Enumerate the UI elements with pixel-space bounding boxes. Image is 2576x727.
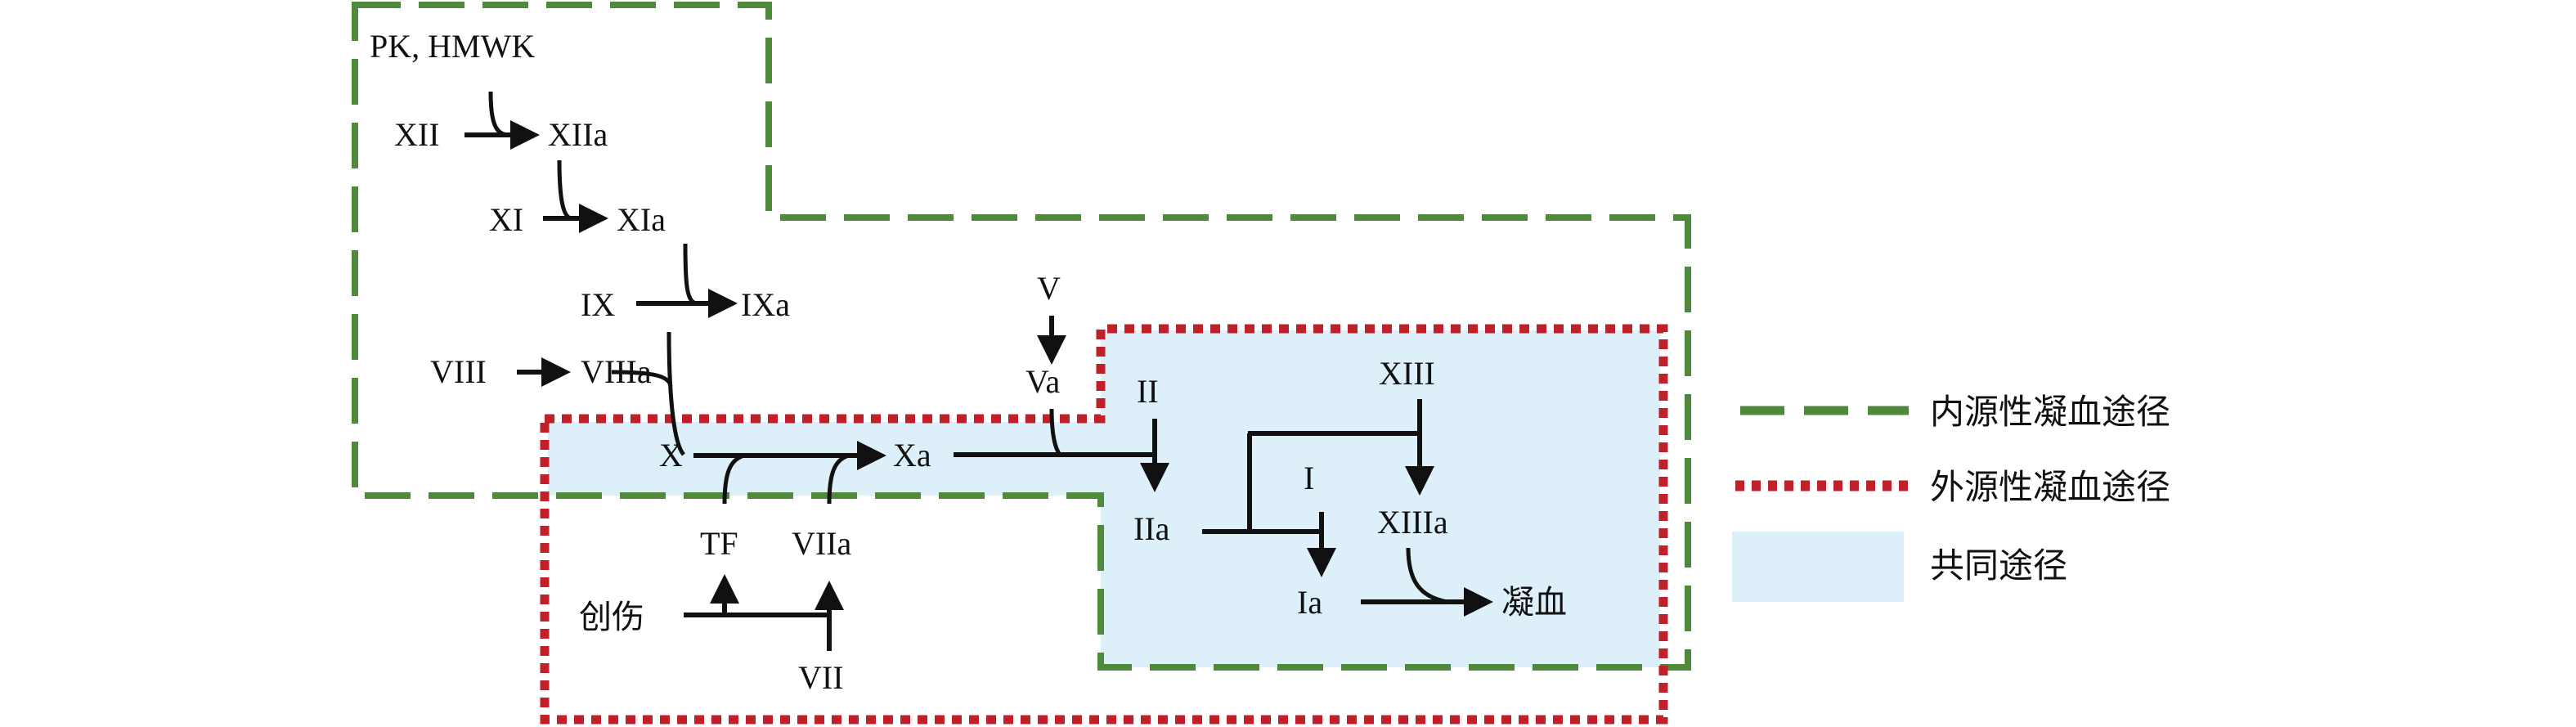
label-ix: IX: [581, 286, 615, 323]
label-clot: 凝血: [1501, 584, 1567, 622]
intrinsic-pathway-outline: [352, 2, 1691, 671]
cofactor-tf: [722, 453, 745, 505]
cofactor-viia: [827, 453, 850, 505]
common-pathway-region: [548, 330, 1660, 667]
cofactor-ixa: [666, 331, 686, 456]
label-xa: Xa: [893, 437, 931, 473]
legend-swatch-common: [1732, 532, 1904, 602]
cofactor-va: [1049, 408, 1062, 456]
label-tf: TF: [700, 525, 738, 562]
cofactor-viiia: [611, 370, 673, 387]
label-v: V: [1037, 270, 1061, 307]
label-ia: Ia: [1297, 584, 1322, 621]
legend: 内源性凝血途径 外源性凝血途径 共同途径: [1732, 392, 2170, 602]
label-i: I: [1304, 460, 1314, 496]
label-ii: II: [1137, 373, 1159, 410]
label-ixa: IXa: [741, 286, 790, 323]
label-va: Va: [1025, 363, 1060, 400]
label-viii: VIII: [430, 353, 487, 390]
cofactor-pk-hmwk: [488, 91, 509, 137]
legend-label-common: 共同途径: [1930, 545, 2067, 586]
label-xiiia: XIIIa: [1377, 504, 1448, 541]
label-xiii: XIII: [1379, 355, 1435, 392]
label-viia: VIIa: [792, 525, 852, 562]
label-xii: XII: [394, 116, 440, 153]
legend-label-extrinsic: 外源性凝血途径: [1930, 467, 2170, 507]
cofactor-xiia: [557, 159, 572, 221]
label-vii: VII: [798, 659, 844, 696]
label-xia: XIa: [617, 201, 666, 238]
label-trauma: 创伤: [579, 599, 644, 636]
legend-label-intrinsic: 内源性凝血途径: [1930, 392, 2170, 432]
label-x: X: [659, 437, 683, 473]
cofactor-xia: [683, 243, 697, 306]
label-iia: IIa: [1133, 510, 1170, 547]
extrinsic-pathway-outline: [540, 324, 1668, 725]
label-xiia: XIIa: [548, 116, 608, 153]
label-pk-hmwk: PK, HMWK: [370, 28, 535, 65]
label-xi: XI: [489, 201, 523, 238]
cofactor-xiiia: [1406, 547, 1448, 604]
